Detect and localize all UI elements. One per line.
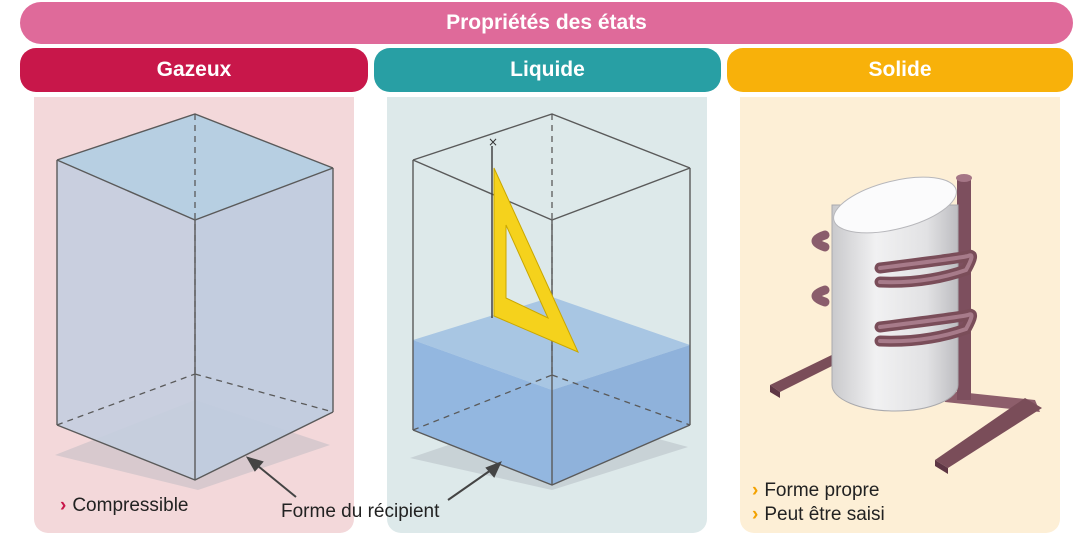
- solid-property-2-label: Peut être saisi: [764, 504, 885, 525]
- solid-clamp-coils: [874, 249, 977, 347]
- arrow-to-liquid-container: [447, 461, 502, 501]
- title-banner: Propriétés des états: [20, 2, 1073, 44]
- solid-stand: [770, 174, 1042, 474]
- solid-property-1-label: Forme propre: [764, 480, 880, 501]
- chevron-right-icon: ›: [752, 480, 759, 501]
- solid-cylinder: [831, 176, 959, 412]
- solid-property-2: ›Peut être saisi: [752, 504, 885, 526]
- liquid-container: [410, 113, 691, 490]
- gas-property-label: Compressible: [72, 495, 189, 516]
- header-liquide-label: Liquide: [510, 58, 585, 81]
- container-label: Forme du récipient: [281, 501, 440, 522]
- header-liquide: Liquide: [374, 48, 721, 92]
- arrow-to-gas-container: [245, 456, 297, 498]
- ruler-triangle: ×: [488, 135, 579, 353]
- solid-property-1: ›Forme propre: [752, 480, 879, 502]
- gas-container: [55, 113, 334, 490]
- svg-text:×: ×: [488, 135, 498, 149]
- gas-property: ›Compressible: [60, 495, 188, 517]
- header-solide-label: Solide: [868, 58, 932, 81]
- chevron-right-icon: ›: [60, 495, 67, 516]
- title-text: Propriétés des états: [446, 11, 647, 34]
- header-solide: Solide: [727, 48, 1073, 92]
- chevron-right-icon: ›: [752, 504, 759, 525]
- header-gazeux-label: Gazeux: [156, 58, 232, 81]
- header-gazeux: Gazeux: [20, 48, 368, 92]
